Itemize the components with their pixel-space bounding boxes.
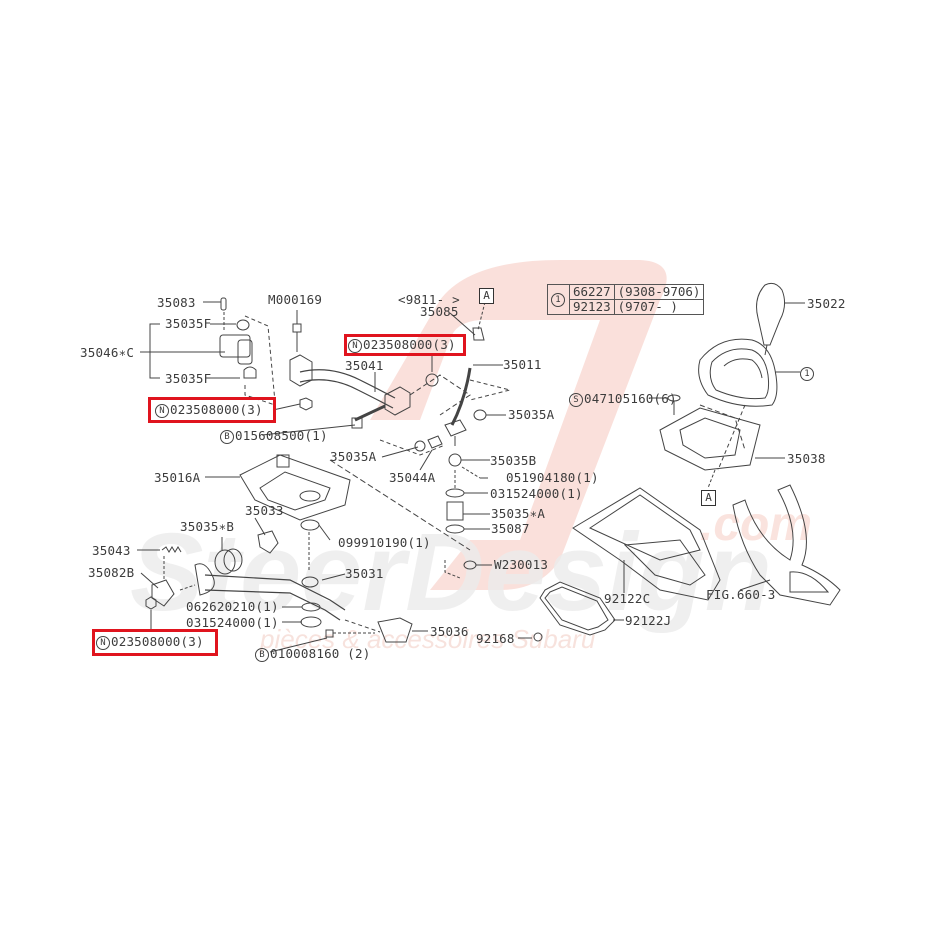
one-marker-icon: 1 — [800, 366, 814, 381]
part-label-35035B[interactable]: 35035B — [490, 453, 537, 468]
svg-text:SteerDesign: SteerDesign — [130, 511, 772, 634]
ref-marker-a-bottom: A — [701, 490, 716, 506]
part-number: 010008160 (2) — [270, 646, 371, 661]
part-label-35035A-star[interactable]: 35035∗A — [491, 506, 546, 521]
part-label-35046C[interactable]: 35046∗C — [80, 345, 135, 360]
part-label-35038[interactable]: 35038 — [787, 451, 826, 466]
part-label-35085[interactable]: 35085 — [420, 304, 459, 319]
part-label-92122C[interactable]: 92122C — [604, 591, 651, 606]
part-label-031524000-top[interactable]: 031524000(1) — [490, 486, 583, 501]
part-label-boot-1[interactable]: 1 — [800, 366, 815, 381]
part-label-35011[interactable]: 35011 — [503, 357, 542, 372]
part-label-35082B[interactable]: 35082B — [88, 565, 135, 580]
part-label-M000169[interactable]: M000169 — [268, 292, 323, 307]
s-marker-icon: S — [569, 392, 583, 407]
part-label-35031[interactable]: 35031 — [345, 566, 384, 581]
part-label-35035F-bottom[interactable]: 35035F — [165, 371, 212, 386]
part-label-35083[interactable]: 35083 — [157, 295, 196, 310]
part-label-35087[interactable]: 35087 — [491, 521, 530, 536]
range-label-9811: <9811- > — [398, 292, 460, 307]
ref-row-part: 66227 — [569, 284, 615, 300]
part-label-35035F-top[interactable]: 35035F — [165, 316, 212, 331]
svg-text:pièces & accessoires Subaru: pièces & accessoires Subaru — [259, 624, 595, 654]
part-label-W230013[interactable]: W230013 — [494, 557, 549, 572]
part-number: 023508000(3) — [111, 634, 204, 649]
n-marker-icon: N — [348, 338, 362, 353]
part-label-099910190[interactable]: 099910190(1) — [338, 535, 431, 550]
part-label-051904180[interactable]: 051904180(1) — [506, 470, 599, 485]
part-label-35043[interactable]: 35043 — [92, 543, 131, 558]
part-number: 023508000(3) — [363, 337, 456, 352]
ref-row-part: 92123 — [569, 299, 615, 315]
part-number: 047105160(6) — [584, 391, 677, 406]
highlight-box-nut-center — [344, 334, 466, 356]
part-label-35041[interactable]: 35041 — [345, 358, 384, 373]
part-label-92168[interactable]: 92168 — [476, 631, 515, 646]
part-label-35022[interactable]: 35022 — [807, 296, 846, 311]
part-number: 023508000(3) — [170, 402, 263, 417]
highlight-box-nut-left-bottom — [92, 629, 218, 656]
part-label-35016A[interactable]: 35016A — [154, 470, 201, 485]
part-label-062620210[interactable]: 062620210(1) — [186, 599, 279, 614]
ref-table-marker: 1 — [547, 284, 570, 315]
part-label-35035A-right[interactable]: 35035A — [508, 407, 555, 422]
b-marker-icon: B — [220, 429, 234, 444]
n-marker-icon: N — [155, 403, 169, 418]
ref-row-range: (9308-9706) — [613, 284, 705, 300]
n-marker-icon: N — [96, 635, 110, 650]
ref-marker-a-top: A — [479, 288, 494, 304]
part-label-35035B-star[interactable]: 35035∗B — [180, 519, 235, 534]
part-label-35033[interactable]: 35033 — [245, 503, 284, 518]
ref-row-range: (9707- ) — [613, 299, 705, 315]
part-label-35035A-left[interactable]: 35035A — [330, 449, 377, 464]
figure-reference-660-3[interactable]: FIG.660-3 — [706, 587, 776, 602]
part-number: 015608500(1) — [235, 428, 328, 443]
part-label-031524000-bottom[interactable]: 031524000(1) — [186, 615, 279, 630]
highlight-box-nut-left-top — [148, 397, 276, 423]
reference-table: 1 66227 (9308-9706) 92123 (9707- ) — [547, 284, 705, 315]
part-label-35044A[interactable]: 35044A — [389, 470, 436, 485]
one-marker-icon: 1 — [551, 292, 565, 307]
part-label-92122J[interactable]: 92122J — [625, 613, 672, 628]
b-marker-icon: B — [255, 647, 269, 662]
part-label-35036[interactable]: 35036 — [430, 624, 469, 639]
